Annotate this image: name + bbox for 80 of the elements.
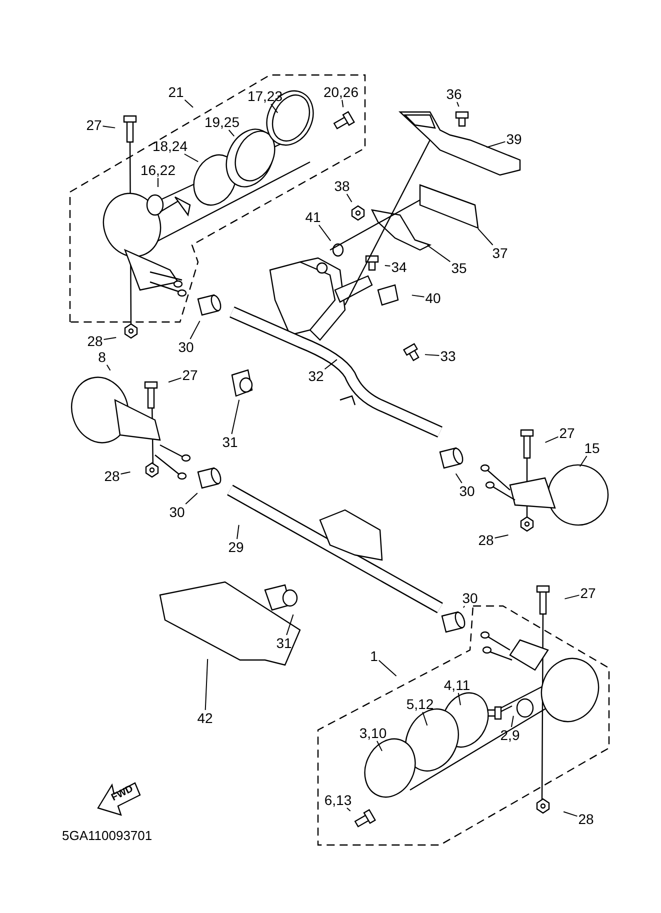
- leader-line: [102, 126, 116, 128]
- callout-number: 16,22: [139, 162, 177, 178]
- callout-number: 28: [577, 811, 595, 827]
- leader-line: [455, 473, 462, 484]
- leader-line: [376, 740, 382, 752]
- callout-number: 35: [450, 260, 468, 276]
- leader-line: [458, 692, 461, 706]
- leader-line: [184, 99, 194, 108]
- leader-line: [486, 141, 506, 148]
- leader-line: [384, 265, 391, 267]
- part-code: 5GA110093701: [62, 828, 152, 843]
- callout-number: 17,23: [246, 88, 284, 104]
- callout-number: 30: [168, 504, 186, 520]
- callout-number: 2,9: [499, 727, 521, 743]
- callout-number: 31: [221, 434, 239, 450]
- leader-line: [185, 492, 198, 504]
- leader-line: [494, 534, 509, 539]
- leader-line: [346, 808, 351, 812]
- callout-number: 30: [177, 339, 195, 355]
- leader-line: [204, 658, 208, 710]
- callout-number: 5,12: [405, 696, 435, 712]
- leader-line: [378, 660, 397, 676]
- callout-number: 19,25: [203, 114, 241, 130]
- leader-line: [478, 228, 494, 246]
- callout-number: 3,10: [358, 725, 388, 741]
- callout-number: 8: [97, 349, 107, 365]
- callout-number: 28: [477, 532, 495, 548]
- leader-line: [270, 104, 278, 114]
- callout-number: 32: [307, 368, 325, 384]
- leader-line: [190, 320, 200, 340]
- leader-line: [342, 100, 344, 108]
- callout-number: 1: [369, 648, 379, 664]
- leader-line: [231, 399, 240, 434]
- callout-number: 20,26: [322, 84, 360, 100]
- callout-number: 18,24: [151, 138, 189, 154]
- leader-line: [456, 102, 460, 108]
- leader-line: [228, 130, 235, 137]
- leader-line: [462, 606, 466, 608]
- leader-line: [106, 364, 111, 371]
- callout-number: 21: [167, 84, 185, 100]
- callout-number: 41: [304, 209, 322, 225]
- callout-number: 34: [390, 259, 408, 275]
- leader-line: [564, 594, 580, 600]
- callout-number: 40: [424, 290, 442, 306]
- callout-number: 27: [579, 585, 597, 601]
- leader-line: [426, 244, 451, 262]
- callout-number: 31: [275, 635, 293, 651]
- leader-line: [324, 359, 338, 370]
- callout-number: 42: [196, 710, 214, 726]
- leader-line: [544, 436, 559, 443]
- leader-line: [286, 614, 294, 636]
- leader-line: [510, 715, 514, 728]
- callout-number: 29: [227, 539, 245, 555]
- callout-number: 15: [583, 440, 601, 456]
- callout-number: 39: [505, 131, 523, 147]
- leader-line: [103, 336, 117, 340]
- callout-number: 27: [181, 367, 199, 383]
- leader-line: [318, 224, 332, 242]
- leader-line: [424, 354, 440, 356]
- callout-number: 36: [445, 86, 463, 102]
- callout-number: 30: [458, 483, 476, 499]
- callout-number: 6,13: [323, 792, 353, 808]
- leader-line: [422, 712, 428, 726]
- leader-line: [579, 456, 588, 467]
- leader-line: [120, 471, 131, 475]
- callout-number: 30: [461, 590, 479, 606]
- callout-number: 33: [439, 348, 457, 364]
- callout-number: 27: [85, 117, 103, 133]
- leader-line: [346, 194, 352, 203]
- leader-line: [168, 377, 182, 383]
- callout-number: 27: [558, 425, 576, 441]
- leader-line: [236, 524, 240, 540]
- callout-number: 37: [491, 245, 509, 261]
- callout-number: 28: [103, 468, 121, 484]
- callout-number: 4,11: [442, 677, 472, 693]
- leader-line: [411, 294, 425, 298]
- callout-number: 38: [333, 178, 351, 194]
- leader-line: [563, 811, 578, 817]
- leader-line: [184, 154, 199, 162]
- callout-number: 28: [86, 333, 104, 349]
